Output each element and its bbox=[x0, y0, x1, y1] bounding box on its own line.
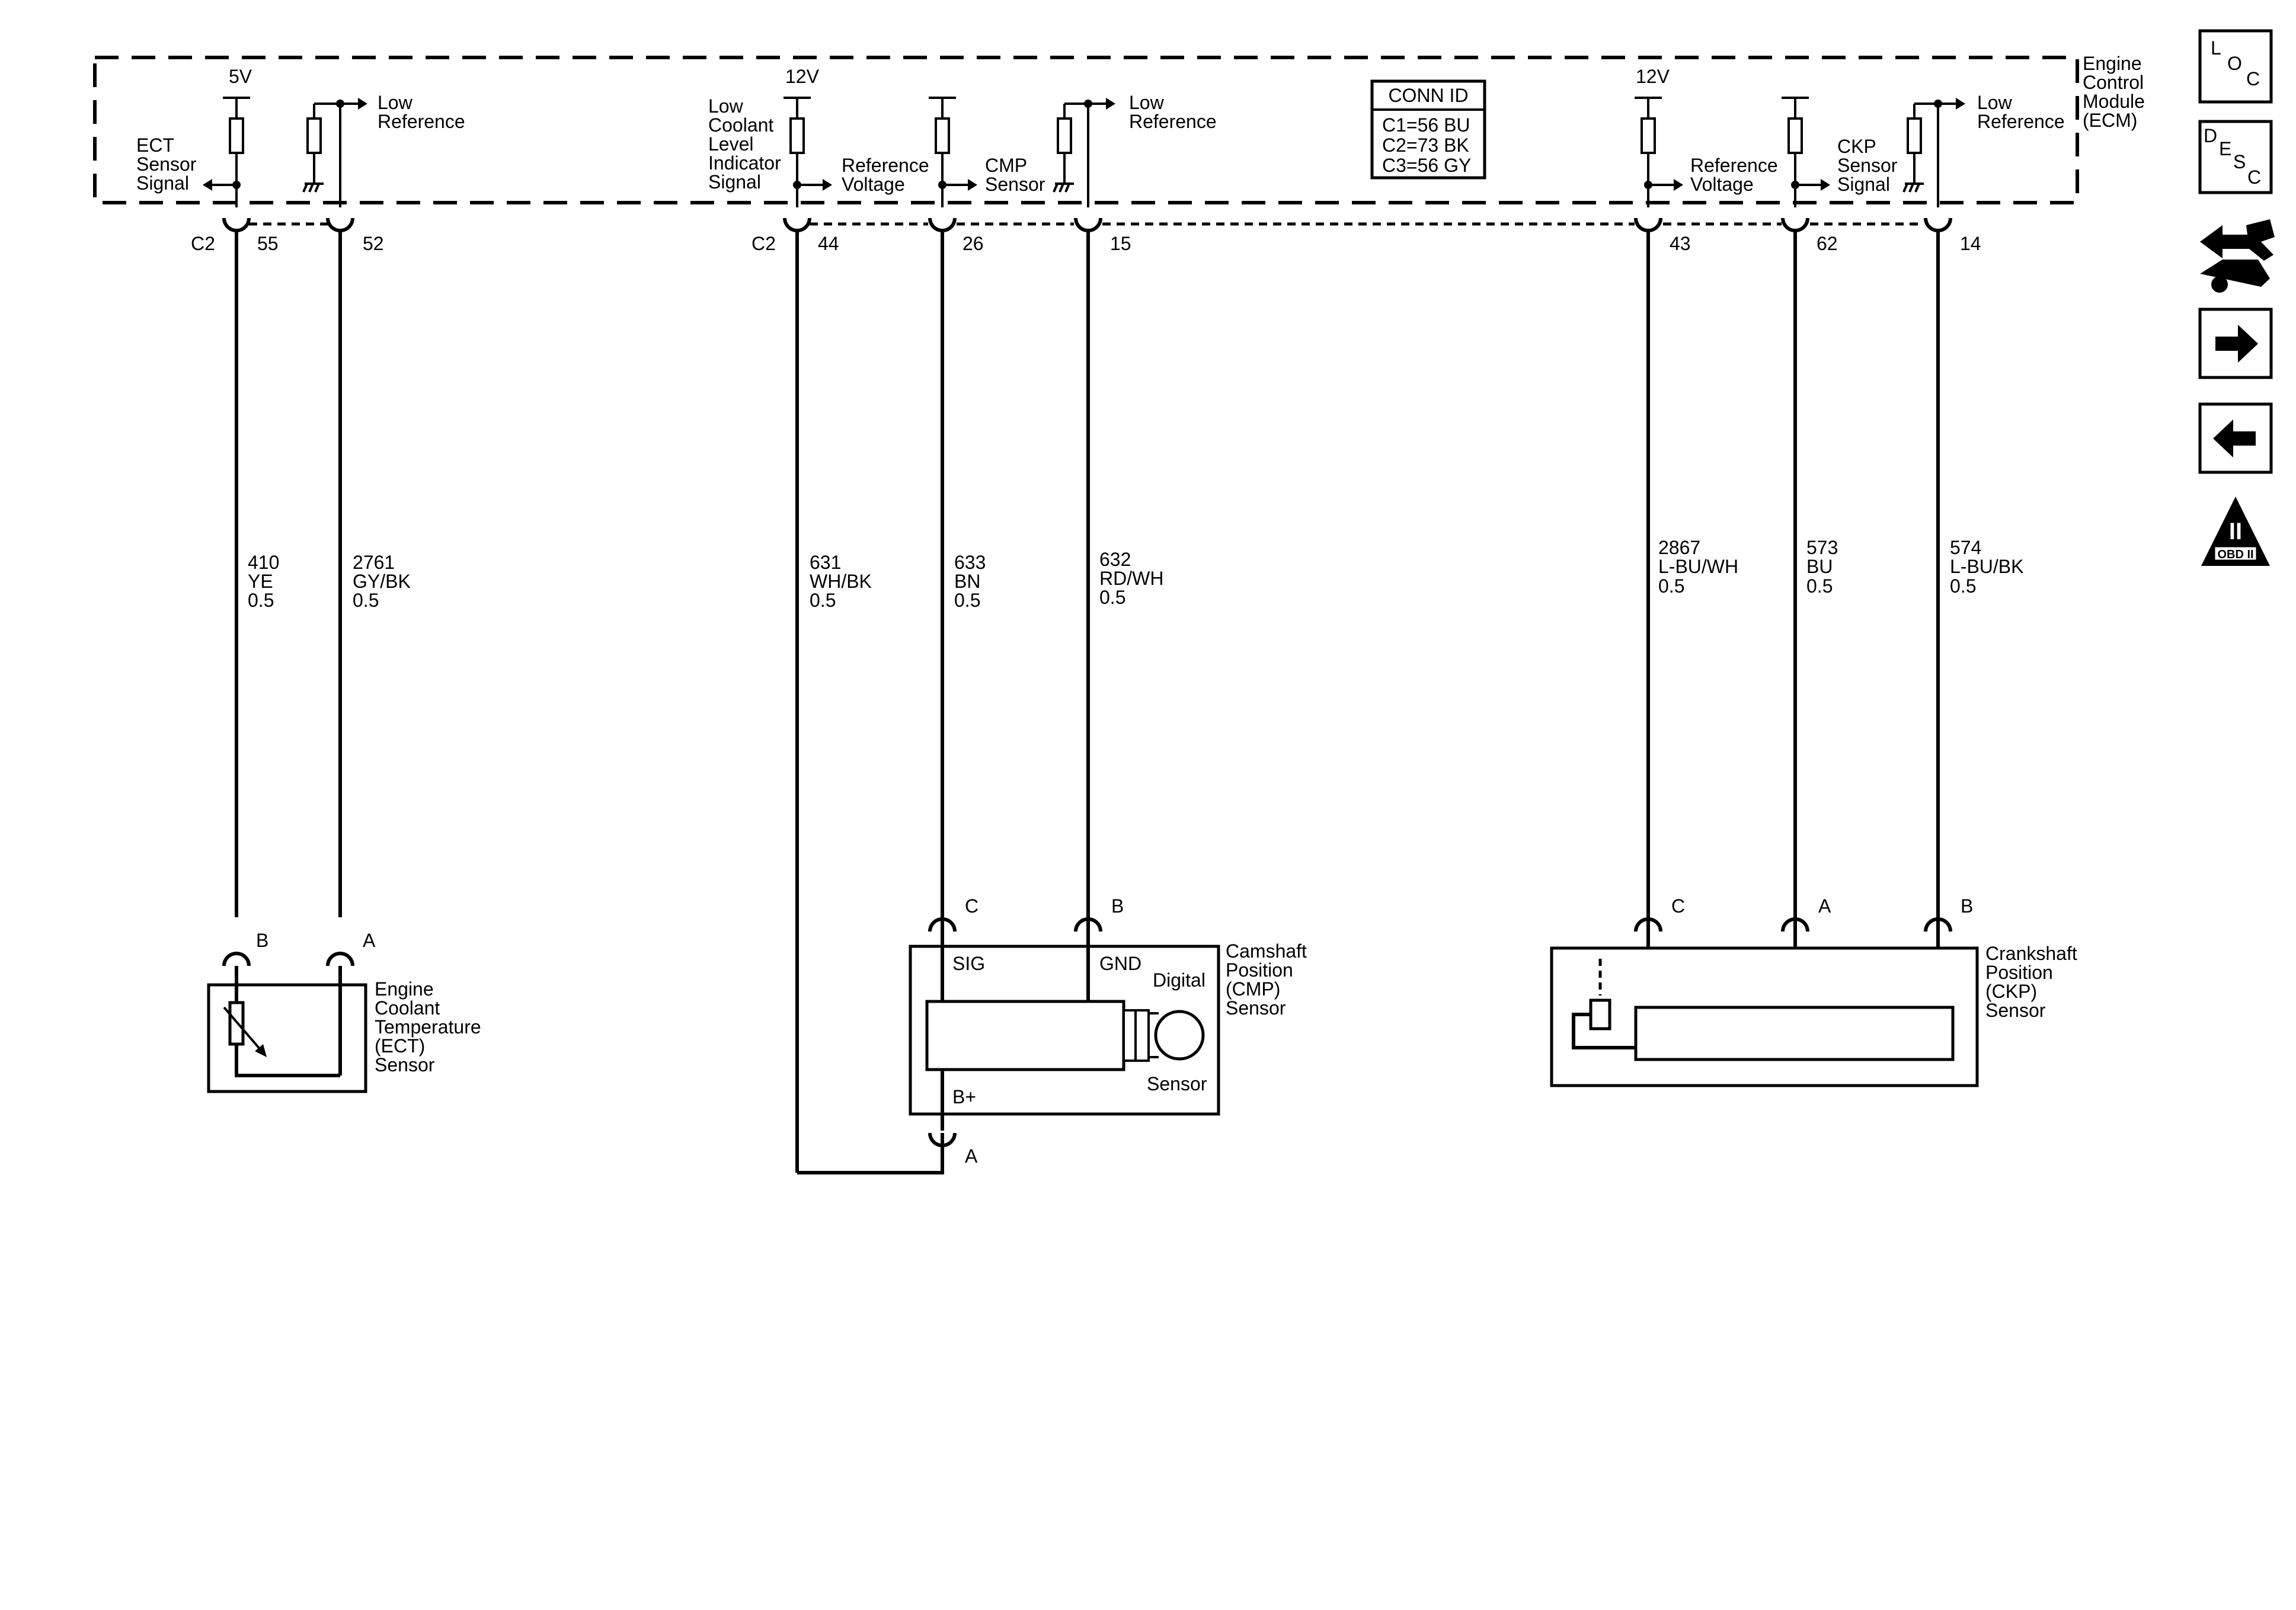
svg-text:E: E bbox=[2219, 138, 2231, 159]
low-reference-label-3: Low Reference bbox=[1977, 92, 2065, 132]
ecm-circuit-ref-voltage-1 bbox=[929, 97, 977, 207]
cmp-digital-label: Digital bbox=[1153, 969, 1205, 991]
pin-62: 62 bbox=[1817, 233, 1838, 254]
low-reference-label-2: Low Reference bbox=[1129, 92, 1217, 132]
wire-runs bbox=[235, 232, 1940, 1174]
ect-sensor-name: Engine Coolant Temperature (ECT) Sensor bbox=[375, 978, 487, 1076]
ecm-label: Engine Control Module (ECM) bbox=[2083, 53, 2150, 131]
connector-wrench-icon bbox=[2200, 219, 2275, 293]
connector-c2-mid: C2 bbox=[752, 233, 776, 254]
reference-voltage-label-2: Reference Voltage bbox=[1690, 155, 1783, 195]
conn-id-box: CONN ID C1=56 BU C2=73 BK C3=56 GY bbox=[1370, 79, 1486, 180]
ecm-circuit-low-ref-3 bbox=[1902, 98, 1965, 207]
svg-text:C: C bbox=[2247, 167, 2261, 188]
svg-text:O: O bbox=[2227, 53, 2242, 74]
reference-voltage-label-1: Reference Voltage bbox=[842, 155, 935, 195]
conn-id-title: CONN ID bbox=[1388, 85, 1468, 106]
ecm-circuit-low-ref-1 bbox=[302, 98, 367, 207]
connector-wrench-button[interactable] bbox=[2200, 219, 2275, 293]
arrow-left-icon bbox=[2213, 420, 2256, 457]
pin-55: 55 bbox=[257, 233, 279, 254]
conn-id-c2: C2=73 BK bbox=[1382, 135, 1469, 156]
cmp-bplus-label: B+ bbox=[952, 1086, 976, 1108]
ecm-circuit-ref-voltage-2 bbox=[1635, 97, 1683, 207]
cmp-gnd-label: GND bbox=[1099, 953, 1141, 974]
ckp-pin-c: C bbox=[1671, 895, 1685, 917]
pin-43: 43 bbox=[1670, 233, 1691, 254]
wire-label-633: 633 BN 0.5 bbox=[954, 552, 991, 611]
desc-icon: D E S C bbox=[2204, 125, 2261, 188]
previous-button[interactable] bbox=[2198, 402, 2273, 474]
wire-label-410: 410 YE 0.5 bbox=[248, 552, 284, 611]
desc-button[interactable]: D E S C bbox=[2198, 120, 2273, 194]
conn-id-c3: C3=56 GY bbox=[1382, 155, 1471, 176]
loc-button[interactable]: L O C bbox=[2198, 29, 2273, 104]
svg-text:D: D bbox=[2204, 125, 2217, 146]
ecm-circuit-low-ref-2 bbox=[1053, 98, 1115, 207]
cmp-sig-label: SIG bbox=[952, 953, 985, 974]
ect-sensor-signal-label: ECT Sensor Signal bbox=[136, 135, 202, 194]
wire-label-2761: 2761 GY/BK 0.5 bbox=[353, 552, 416, 611]
svg-text:S: S bbox=[2233, 151, 2246, 172]
cmp-sensor-inner-label: Sensor bbox=[1147, 1073, 1207, 1094]
ect-pin-a: A bbox=[363, 930, 376, 951]
cmp-pin-b: B bbox=[1111, 895, 1124, 917]
pin-26: 26 bbox=[962, 233, 984, 254]
ckp-sensor-name: Crankshaft Position (CKP) Sensor bbox=[1985, 943, 2083, 1021]
arrow-right-icon bbox=[2215, 325, 2258, 363]
svg-text:L: L bbox=[2211, 37, 2221, 59]
ecm-12v-label-a: 12V bbox=[785, 66, 820, 87]
obd-ii-button[interactable]: II OBD II bbox=[2201, 497, 2270, 566]
ecm-module-outline bbox=[93, 56, 2079, 204]
cmp-pin-a: A bbox=[965, 1145, 978, 1167]
ecm-circuit-ckp-signal bbox=[1782, 97, 1830, 207]
loc-icon: L O C bbox=[2211, 37, 2260, 89]
cmp-sensor bbox=[909, 917, 1220, 1156]
pin-15: 15 bbox=[1110, 233, 1131, 254]
ect-sensor bbox=[207, 952, 367, 1093]
pin-14: 14 bbox=[1960, 233, 1981, 254]
cmp-pin-c: C bbox=[965, 895, 978, 917]
low-reference-label-1: Low Reference bbox=[378, 92, 465, 132]
cmp-sensor-label: CMP Sensor bbox=[985, 155, 1045, 195]
next-button[interactable] bbox=[2198, 308, 2273, 379]
ecm-circuit-ect-signal bbox=[203, 97, 250, 207]
wire-label-573: 573 BU 0.5 bbox=[1806, 537, 1843, 597]
wire-label-632: 632 RD/WH 0.5 bbox=[1099, 549, 1169, 608]
ecm-5v-label: 5V bbox=[229, 66, 252, 87]
ecm-12v-label-b: 12V bbox=[1636, 66, 1670, 87]
wire-label-574: 574 L-BU/BK 0.5 bbox=[1950, 537, 2029, 597]
low-coolant-level-label: Low Coolant Level Indicator Signal bbox=[708, 95, 786, 193]
ect-pin-b: B bbox=[256, 930, 268, 951]
pin-52: 52 bbox=[363, 233, 384, 254]
svg-text:II: II bbox=[2229, 518, 2242, 545]
obd-ii-icon: II OBD II bbox=[2201, 497, 2270, 566]
ecm-pin-terminals bbox=[222, 217, 1952, 232]
ecm-circuit-low-coolant bbox=[784, 97, 832, 207]
ckp-sensor bbox=[1550, 917, 1979, 1087]
ckp-sensor-signal-label: CKP Sensor Signal bbox=[1837, 136, 1902, 195]
svg-text:C: C bbox=[2246, 68, 2260, 89]
wire-label-631: 631 WH/BK 0.5 bbox=[810, 552, 877, 611]
wire-label-2867: 2867 L-BU/WH 0.5 bbox=[1658, 537, 1744, 597]
pin-44: 44 bbox=[818, 233, 839, 254]
svg-text:OBD II: OBD II bbox=[2217, 548, 2253, 561]
conn-id-c1: C1=56 BU bbox=[1382, 114, 1470, 136]
ckp-pin-b: B bbox=[1961, 895, 1973, 917]
ckp-pin-a: A bbox=[1818, 895, 1831, 917]
connector-c2-left: C2 bbox=[191, 233, 215, 254]
cmp-sensor-name: Camshaft Position (CMP) Sensor bbox=[1226, 940, 1312, 1019]
